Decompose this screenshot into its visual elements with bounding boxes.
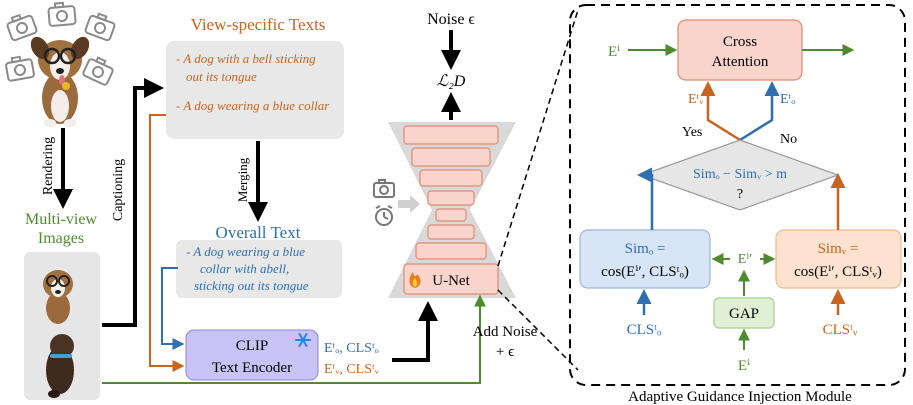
clip-title: CLIP	[236, 338, 269, 354]
condition-line-1: Simₒ − Simᵥ > m	[693, 167, 787, 182]
ei-bottom-label: Eⁱ	[738, 358, 750, 374]
overall-line-1: - A dog wearing a blue	[186, 244, 305, 259]
gap-box	[713, 297, 775, 329]
rendering-label: Rendering	[41, 137, 56, 195]
multiview-label-2: Images	[38, 230, 84, 247]
unet-block	[403, 263, 499, 295]
noise-label: Noise ϵ	[427, 11, 475, 28]
add-noise-label-2: + ϵ	[496, 344, 514, 360]
overall-text-box	[176, 240, 342, 298]
snowflake-icon	[295, 333, 311, 347]
caption-1-line-1: - A dog with a bell sticking	[176, 51, 316, 66]
sim-o-line-1: Simₒ =	[625, 241, 666, 257]
sim-o-box	[579, 229, 711, 289]
overall-text-title: Overall Text	[216, 223, 301, 242]
zoom-line-bottom	[497, 289, 579, 371]
sim-v-line-2: cos(Eⁱ′, CLSᵗᵥ)	[794, 264, 882, 280]
camera-icon	[82, 56, 114, 86]
fire-icon	[409, 272, 421, 288]
view-specific-box	[166, 41, 344, 139]
camera-icon	[373, 179, 395, 198]
gap-label: GAP	[729, 306, 759, 322]
eo-label: Eᵗₒ	[780, 92, 795, 107]
timestep-arrow	[398, 195, 420, 213]
unet-block	[435, 208, 467, 222]
clip-subtitle: Text Encoder	[212, 360, 292, 376]
camera-icon	[5, 55, 35, 82]
overall-line-3: sticking out its tongue	[194, 278, 309, 293]
merging-label: Merging	[235, 157, 250, 202]
view-specific-to-clip-arrow	[149, 114, 185, 372]
clip-output-v: Eᵗᵥ, CLSᵗᵥ	[324, 362, 380, 377]
unet-block	[411, 147, 491, 167]
zoom-line-top	[497, 9, 579, 267]
caption-1-line-2: out its tongue	[186, 69, 257, 84]
ev-label: Eᵗᵥ	[688, 92, 704, 107]
view-specific-title: View-specific Texts	[191, 15, 326, 34]
ei-input-label: Eⁱ	[608, 44, 620, 60]
dog-view-front	[43, 270, 73, 324]
decision-diamond	[640, 139, 840, 211]
sim-o-line-2: cos(Eⁱ′, CLSᵗₒ)	[601, 264, 689, 280]
add-noise-label-1: Add Noise	[473, 324, 538, 340]
dog-image	[30, 36, 90, 127]
yes-label: Yes	[682, 125, 702, 140]
loss-label: ℒ₂D	[437, 73, 466, 90]
unet-block	[415, 242, 487, 260]
multiview-label-1: Multi-view	[25, 211, 97, 228]
camera-icon	[47, 1, 77, 27]
clock-icon	[375, 205, 393, 226]
cross-attention-line-2: Attention	[712, 54, 769, 70]
sim-o-to-diamond-arrow	[637, 167, 654, 230]
unet-block	[427, 190, 475, 206]
clso-input-label: CLSᵗₒ	[627, 322, 662, 338]
camera-icon	[84, 12, 116, 42]
clip-to-unet-arrow	[392, 301, 438, 362]
unet-block	[427, 224, 475, 240]
dog-view-back	[46, 334, 74, 398]
ei-prime-label: Eⁱ′	[738, 252, 752, 267]
sim-v-line-1: Simᵥ =	[818, 241, 859, 257]
captioning-arrow	[102, 78, 164, 327]
yes-branch-arrow	[700, 81, 741, 142]
captioning-label: Captioning	[111, 159, 126, 221]
unet-label: U-Net	[432, 273, 470, 289]
condition-line-2: ?	[737, 187, 743, 202]
module-dashed-frame	[569, 4, 906, 386]
add-noise-arrow	[102, 294, 486, 384]
camera-icon-group	[5, 1, 116, 86]
overall-line-2: collar with abell,	[200, 261, 289, 276]
no-label: No	[780, 132, 797, 147]
camera-icon	[6, 13, 38, 42]
clsv-input-label: CLSᵗᵥ	[823, 322, 858, 338]
unet-block	[419, 169, 483, 187]
caption-2: - A dog wearing a blue collar	[176, 98, 330, 113]
cross-attention-line-1: Cross	[723, 34, 757, 50]
overall-to-clip-arrow	[161, 267, 185, 350]
multiview-panel	[24, 252, 100, 400]
clip-encoder-box	[185, 329, 319, 381]
cross-attention-box	[677, 19, 803, 81]
module-title: Adaptive Guidance Injection Module	[628, 389, 852, 405]
unet-block	[403, 125, 499, 145]
no-branch-arrow	[739, 81, 780, 142]
clip-output-o: Eᵗₒ, CLSᵗₒ	[324, 341, 379, 356]
